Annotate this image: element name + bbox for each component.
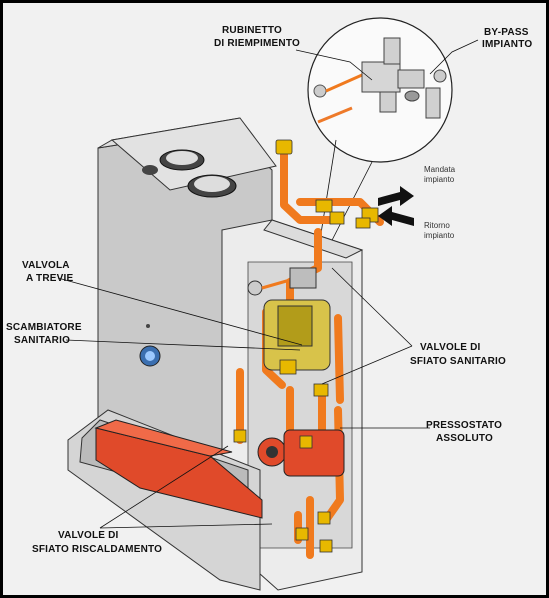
flow-arrows — [378, 186, 414, 226]
leader-bypass — [429, 39, 479, 75]
magnifier-cone-right — [325, 161, 373, 253]
label-pressostato-line2: ASSOLUTO — [436, 433, 493, 444]
label-ritorno-line1: Ritorno — [424, 221, 450, 230]
leader-rubinetto — [295, 49, 373, 81]
label-bypass-line2: IMPIANTO — [482, 39, 532, 50]
three-way-valve — [263, 299, 331, 371]
label-valvola-line2: A TREVIE — [26, 273, 73, 284]
expansion-vessel — [94, 419, 263, 519]
label-scambiatore-line1: SCAMBIATORE — [6, 322, 82, 333]
leader-sfiato-risc-1 — [99, 445, 229, 529]
label-rubinetto-line1: RUBINETTO — [222, 25, 282, 36]
label-scambiatore-line2: SANITARIO — [14, 335, 70, 346]
fill-tap — [247, 267, 317, 296]
label-sfiato-sanitario-line1: VALVOLE DI — [420, 342, 481, 353]
label-sfiato-risc-line2: SFIATO RISCALDAMENTO — [32, 544, 162, 555]
leader-valvola — [57, 277, 303, 346]
leader-sfiato-risc-2 — [99, 523, 273, 529]
leader-scambiatore — [65, 339, 301, 351]
label-pressostato-line1: PRESSOSTATO — [426, 420, 502, 431]
label-sfiato-sanitario-line2: SFIATO SANITARIO — [410, 356, 506, 367]
label-sfiato-risc-line1: VALVOLE DI — [58, 530, 119, 541]
leader-sfiato-san-1 — [321, 345, 413, 385]
label-valvola-line1: VALVOLA — [22, 260, 70, 271]
label-mandata-line1: Mandata — [424, 165, 456, 174]
leader-sfiato-san-2 — [331, 267, 413, 347]
label-rubinetto-line2: DI RIEMPIMENTO — [214, 38, 300, 49]
circulation-pump — [257, 429, 345, 477]
label-ritorno-line2: impianto — [424, 231, 455, 240]
label-mandata-line2: impianto — [424, 175, 455, 184]
magnifier-detail — [307, 17, 453, 163]
brass-fittings — [233, 139, 379, 553]
label-bypass-line1: BY-PASS — [484, 27, 529, 38]
